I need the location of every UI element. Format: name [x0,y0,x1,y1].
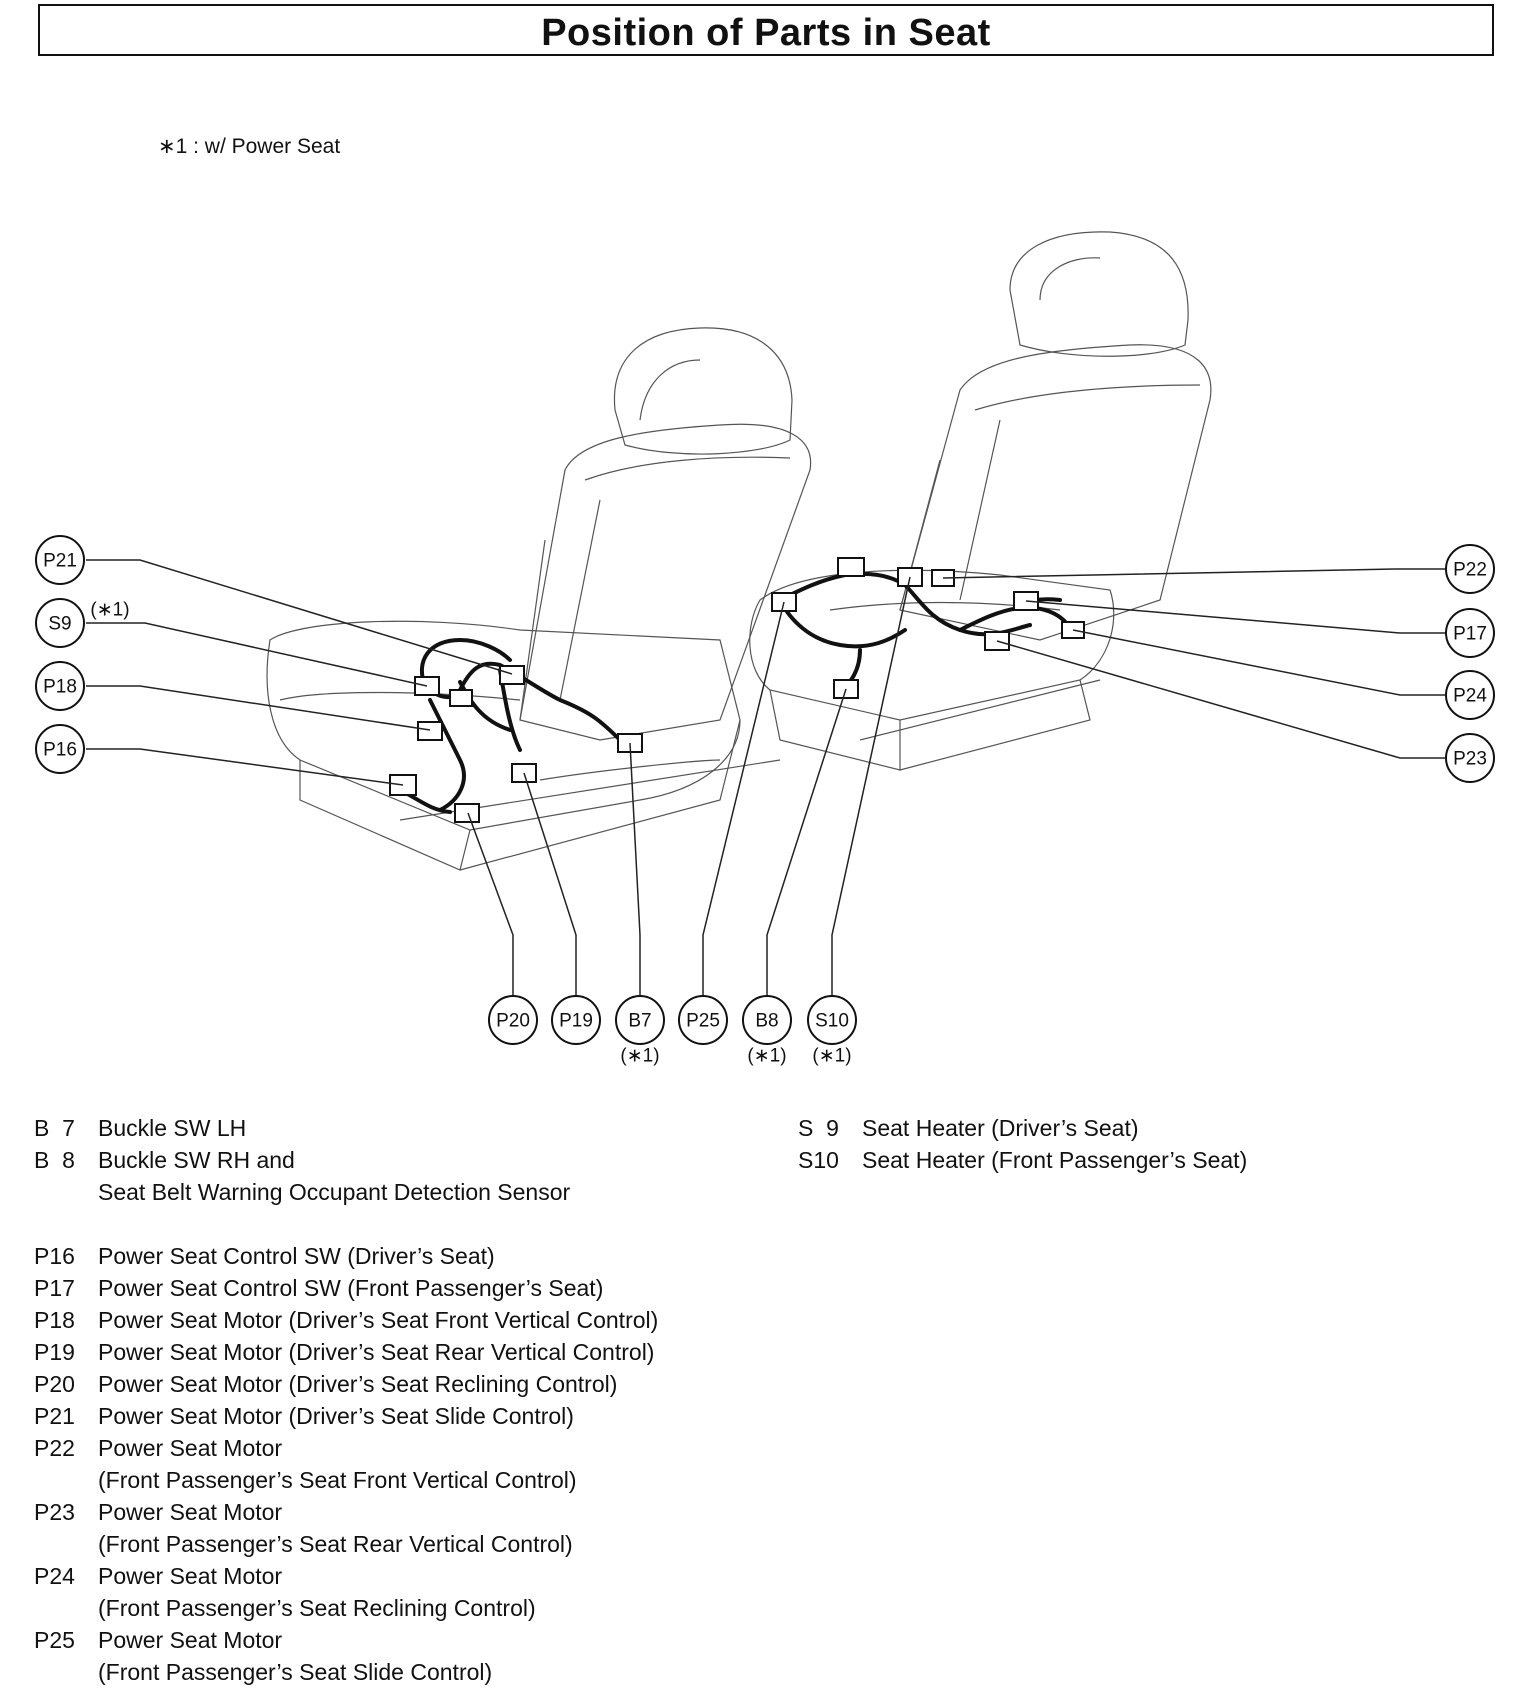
connector-p21 [499,665,525,685]
page-title: Position of Parts in Seat [541,12,991,54]
callout-p22-label: P22 [1453,560,1487,581]
callout-b7-circle [615,995,665,1045]
callout-p21-label: P21 [43,551,77,572]
callout-s9-circle [35,598,85,648]
callout-p24-label: P24 [1453,686,1487,707]
callout-b8-note: (∗1) [747,1046,786,1067]
connector-p18 [417,721,443,741]
callout-b8-label: B8 [755,1011,778,1032]
callout-p20-label: P20 [496,1011,530,1032]
callout-p25-label: P25 [686,1011,720,1032]
callout-p20-circle [488,995,538,1045]
callout-p16-circle [35,724,85,774]
connector-p20 [454,803,480,823]
callout-p18-label: P18 [43,677,77,698]
callout-p16-label: P16 [43,740,77,761]
legend-row-p22-cont: (Front Passenger’s Seat Front Vertical C… [98,1467,577,1493]
connector-extra-right [837,557,865,577]
page-title-box: Position of Parts in Seat [38,4,1494,56]
footnote: ∗1 : w/ Power Seat [158,135,341,158]
callout-p17-circle [1445,608,1495,658]
legend-row-p24-cont: (Front Passenger’s Seat Reclining Contro… [98,1595,536,1621]
driver-headrest [613,327,793,455]
callout-p17-label: P17 [1453,624,1487,645]
passenger-cushion [749,569,1115,721]
callout-p23-label: P23 [1453,749,1487,770]
callout-b8-circle [742,995,792,1045]
callout-p22-circle [1445,544,1495,594]
connector-extra-left [449,689,473,707]
passenger-headrest [1009,231,1189,357]
callout-p21-circle [35,535,85,585]
callout-b7-note: (∗1) [620,1046,659,1067]
callout-s10-circle [807,995,857,1045]
legend-row-b8-cont: Seat Belt Warning Occupant Detection Sen… [98,1179,571,1205]
callout-p18-circle [35,661,85,711]
callout-p19-label: P19 [559,1011,593,1032]
callout-s10-note: (∗1) [812,1046,851,1067]
seat-diagram: P21 S9 (∗1) P18 P16 P20 P19 B7 (∗1) P25 … [35,231,1495,1067]
callout-p19-circle [551,995,601,1045]
legend-row-p25-cont: (Front Passenger’s Seat Slide Control) [98,1659,493,1685]
callout-b7-label: B7 [628,1011,651,1032]
callout-s9-label: S9 [48,614,71,635]
driver-cushion [266,620,741,831]
passenger-backrest [899,344,1212,641]
callout-s10-label: S10 [815,1011,849,1032]
callout-s9-note: (∗1) [90,600,129,621]
passenger-harness [778,571,907,602]
legend-row-p23-cont: (Front Passenger’s Seat Rear Vertical Co… [98,1531,573,1557]
driver-backrest [519,423,812,741]
callout-p23-circle [1445,733,1495,783]
callout-p24-circle [1445,670,1495,720]
callout-p25-circle [678,995,728,1045]
